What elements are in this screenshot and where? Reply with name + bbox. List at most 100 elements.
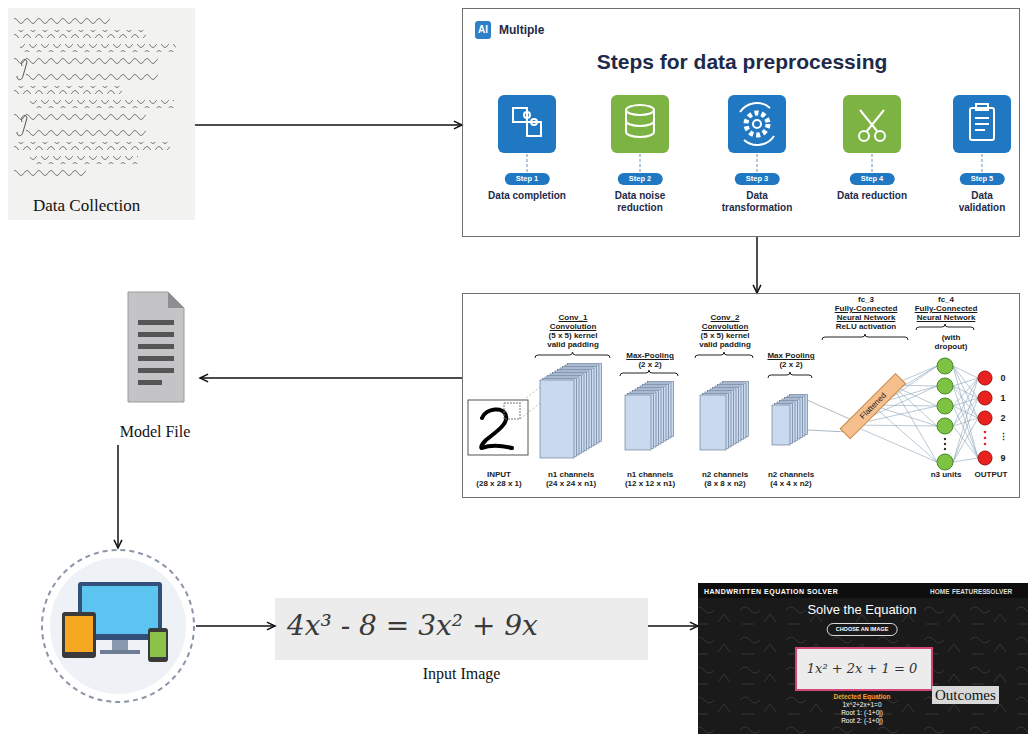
- cnn-illustration: [944, 438, 946, 440]
- cnn-illustration: [937, 454, 953, 470]
- step-pill: Step 3: [735, 173, 780, 185]
- cnn-label: valid padding: [699, 340, 751, 349]
- cnn-label: ReLU activation: [836, 322, 896, 331]
- arrow-line: [117, 445, 119, 548]
- cnn-illustration: [953, 366, 978, 462]
- cnn-label: (28 x 28 x 1): [476, 479, 521, 488]
- cnn-label: Fully-Connected: [915, 304, 978, 313]
- step-label: Data reduction: [837, 190, 907, 202]
- caption-label: Data Collection: [30, 196, 143, 216]
- flow-arrow: [195, 121, 462, 129]
- arrow-head: [690, 622, 698, 630]
- result-line: 1x^2+2x+1=0: [842, 701, 881, 709]
- result-line: Root 1: (-1+0j): [841, 709, 883, 717]
- step-icons: [859, 131, 869, 141]
- cnn-illustration: [984, 437, 987, 440]
- cnn-illustration: [984, 443, 987, 446]
- step-icons: [740, 103, 774, 145]
- arrow-line: [200, 377, 462, 379]
- model-file-icon: [128, 292, 184, 402]
- step-icons: [531, 119, 537, 125]
- cnn-label: Max-Pooling: [626, 351, 674, 360]
- cnn-label: n3 units: [931, 470, 962, 479]
- step-column: Step 5Data validation: [946, 173, 1018, 225]
- arrow-line: [195, 124, 462, 126]
- model-file-icon: [138, 380, 162, 385]
- step-icons: [843, 95, 901, 153]
- handwritten-notes-image: [30, 156, 138, 164]
- solver-screenshot: [698, 598, 1028, 734]
- step-icons: [728, 95, 786, 153]
- arrow-line: [648, 625, 698, 627]
- cnn-label: Conv_2: [711, 313, 740, 322]
- image-panel: Data Collection: [8, 8, 195, 220]
- handwritten-equation: 1x² + 2x + 1 = 0: [807, 661, 917, 677]
- arrow-head: [200, 374, 208, 382]
- cnn-label: n1 channels: [548, 470, 594, 479]
- step-icons: [513, 103, 994, 145]
- result-heading: Detected Equation: [833, 693, 890, 701]
- cnn-label: n1 channels: [627, 470, 673, 479]
- cnn-illustration: [937, 418, 953, 434]
- cnn-illustration: [937, 378, 953, 394]
- model-file-icon: [138, 356, 174, 361]
- handwritten-notes-image: [14, 86, 122, 94]
- cnn-illustration: [700, 395, 726, 450]
- app-heading: Solve the Equation: [807, 602, 916, 618]
- step-icons: [611, 95, 669, 153]
- solver-screenshot: [698, 583, 1028, 734]
- step-icons: [527, 154, 982, 173]
- logo-name: Multiple: [499, 21, 544, 39]
- cnn-label: Neural Network: [917, 313, 976, 322]
- upload-button: CHOOSE AN IMAGE: [827, 623, 898, 636]
- arrow-head: [753, 285, 761, 293]
- model-file-icon: [168, 292, 184, 308]
- devices-icon: [42, 550, 194, 702]
- cnn-illustration: [535, 324, 974, 378]
- step-icons: [860, 110, 884, 131]
- nav-link: HOME: [930, 588, 950, 596]
- step-icons: [527, 154, 982, 173]
- step-icons: [875, 131, 885, 141]
- input-image: 4x³ - 8 = 3x² + 9xInput Image: [275, 598, 648, 660]
- step-pill: Step 5: [960, 173, 1005, 185]
- step-icons: [626, 105, 654, 115]
- handwritten-notes-image: [14, 142, 170, 150]
- input-image-ground: [275, 598, 648, 660]
- step-icons: [953, 95, 1011, 153]
- devices-icon: [112, 640, 128, 650]
- solver-screenshot: [698, 583, 1028, 734]
- cnn-illustration: [481, 409, 512, 448]
- cnn-illustration: [984, 431, 987, 434]
- output-digit: ⋮: [999, 433, 1008, 442]
- step-label: Data noise reduction: [605, 190, 675, 214]
- step-icons: [746, 113, 768, 135]
- image-label: Input Image: [423, 664, 501, 683]
- handwritten-notes-image: [14, 170, 86, 178]
- handwritten-notes-image: [14, 58, 158, 66]
- arrow-line: [196, 625, 275, 627]
- cnn-illustration: [540, 380, 574, 458]
- flow-arrow: [200, 374, 462, 382]
- arrow-head: [267, 622, 275, 630]
- step-icons: [970, 108, 994, 140]
- cnn-label: Conv_1: [559, 313, 588, 322]
- result-line: Root 2: (-1+0j): [841, 717, 883, 725]
- arrow-head: [454, 121, 462, 129]
- model-file-icon: [138, 368, 174, 373]
- model-file-icon: [128, 292, 184, 402]
- cnn-illustration: [984, 431, 987, 446]
- file-label: Model File: [120, 422, 191, 441]
- step-pill: Step 1: [505, 173, 550, 185]
- nav-link: FEATURES: [952, 588, 987, 596]
- cnn-illustration: [978, 391, 992, 405]
- output-digit: 9: [1000, 454, 1005, 463]
- step-icons: [524, 112, 530, 118]
- step-icons: [975, 118, 989, 130]
- cnn-illustration: [944, 438, 946, 450]
- cnn-label: fc_3: [858, 295, 874, 304]
- cnn-illustration: [978, 411, 992, 425]
- flow-arrow: [648, 622, 698, 630]
